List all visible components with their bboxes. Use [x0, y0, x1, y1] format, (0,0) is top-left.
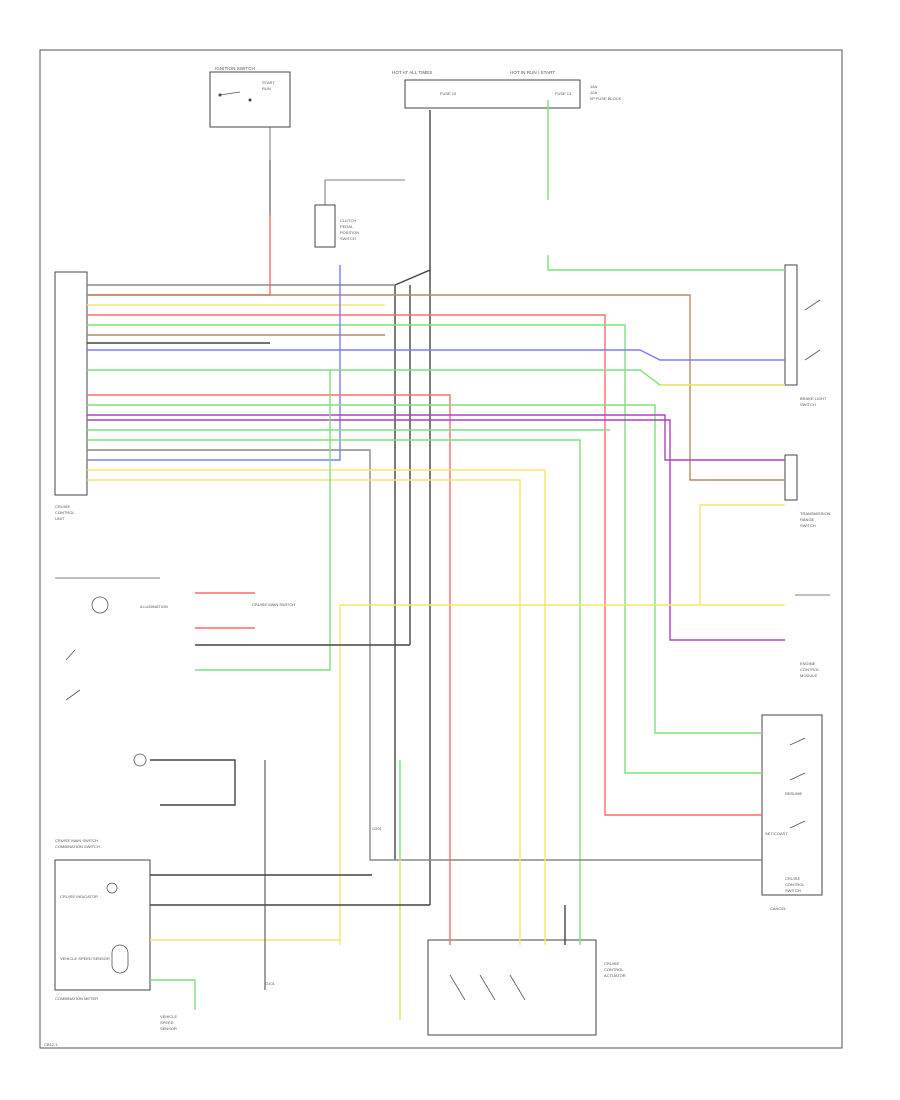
svg-text:START: START	[262, 80, 275, 85]
combination-switch: ILLUMINATION CRUISE MAIN SWITCH CRUISE M…	[55, 577, 295, 849]
svg-text:CRUISE: CRUISE	[55, 504, 70, 509]
svg-text:G201: G201	[372, 826, 383, 831]
combination-meter: CRUISE INDICATOR VEHICLE SPEED SENSOR CO…	[54, 859, 151, 1001]
svg-text:MODULE: MODULE	[800, 673, 817, 678]
svg-text:FUSE 13: FUSE 13	[555, 91, 572, 96]
svg-text:CONTROL: CONTROL	[785, 882, 805, 887]
engine-control-module: ENGINE CONTROL MODULE	[795, 594, 830, 678]
svg-text:UNIT: UNIT	[55, 516, 65, 521]
cruise-control-unit: CRUISE CONTROL UNIT	[54, 271, 88, 521]
svg-text:CRUISE MAIN SWITCH: CRUISE MAIN SWITCH	[252, 602, 295, 607]
ignition-switch: IGNITION SWITCH START RUN	[209, 66, 291, 160]
vehicle-speed-label: VEHICLE SPEED SENSOR G101 G201	[160, 826, 383, 1031]
svg-text:PEDAL: PEDAL	[340, 224, 354, 229]
fuse-relay-box: HOT AT ALL TIMES HOT IN RUN / START FUSE…	[392, 70, 622, 109]
svg-text:SWITCH: SWITCH	[800, 523, 816, 528]
brake-light-switch: BRAKE LIGHT SWITCH	[784, 264, 827, 407]
svg-text:CONTROL: CONTROL	[800, 667, 820, 672]
svg-text:SPEED: SPEED	[160, 1020, 174, 1025]
svg-text:CRUISE INDICATOR: CRUISE INDICATOR	[60, 894, 98, 899]
svg-text:VEHICLE: VEHICLE	[160, 1014, 177, 1019]
page-code: CB12-1	[44, 1042, 58, 1047]
svg-text:G101: G101	[265, 981, 276, 986]
svg-text:COMBINATION SWITCH: COMBINATION SWITCH	[55, 844, 100, 849]
actuator: CRUISE CONTROL ACTUATOR	[427, 939, 626, 1036]
svg-text:I/P FUSE BLOCK: I/P FUSE BLOCK	[590, 96, 622, 101]
svg-text:RANGE: RANGE	[800, 517, 815, 522]
svg-text:ACTUATOR: ACTUATOR	[604, 973, 626, 978]
svg-text:BRAKE LIGHT: BRAKE LIGHT	[800, 396, 827, 401]
wires	[87, 100, 785, 1020]
svg-text:FUSE 19: FUSE 19	[440, 91, 457, 96]
svg-text:SWITCH: SWITCH	[785, 888, 801, 893]
svg-text:CONTROL: CONTROL	[55, 510, 75, 515]
svg-text:CANCEL: CANCEL	[770, 906, 787, 911]
svg-text:CRUISE: CRUISE	[604, 961, 619, 966]
svg-text:RUN: RUN	[262, 86, 271, 91]
svg-text:15A: 15A	[590, 84, 597, 89]
svg-text:HOT AT ALL TIMES: HOT AT ALL TIMES	[392, 70, 432, 75]
svg-text:SWITCH: SWITCH	[800, 402, 816, 407]
svg-text:CRUISE: CRUISE	[785, 876, 800, 881]
clutch-switch: CLUTCH PEDAL POSITION SWITCH	[314, 179, 405, 248]
svg-text:10A: 10A	[590, 90, 597, 95]
svg-text:HOT IN RUN / START: HOT IN RUN / START	[510, 70, 555, 75]
svg-text:SET/COAST: SET/COAST	[765, 831, 788, 836]
svg-text:SWITCH: SWITCH	[340, 236, 356, 241]
svg-text:SENSOR: SENSOR	[160, 1026, 177, 1031]
transmission-range-switch: TRANSMISSION RANGE SWITCH	[784, 454, 831, 528]
svg-text:TRANSMISSION: TRANSMISSION	[800, 511, 831, 516]
cruise-control-switch: RESUME SET/COAST CRUISE CONTROL SWITCH C…	[761, 714, 823, 911]
svg-text:ILLUMINATION: ILLUMINATION	[140, 604, 168, 609]
svg-text:ENGINE: ENGINE	[800, 661, 816, 666]
diagram-frame	[39, 49, 843, 1049]
svg-text:COMBINATION METER: COMBINATION METER	[55, 996, 98, 1001]
svg-text:IGNITION SWITCH: IGNITION SWITCH	[215, 66, 255, 71]
svg-text:CONTROL: CONTROL	[604, 967, 624, 972]
svg-text:CLUTCH: CLUTCH	[340, 218, 356, 223]
svg-text:POSITION: POSITION	[340, 230, 359, 235]
svg-text:CRUISE MAIN SWITCH: CRUISE MAIN SWITCH	[55, 838, 98, 843]
svg-text:VEHICLE SPEED SENSOR: VEHICLE SPEED SENSOR	[60, 956, 110, 961]
svg-text:RESUME: RESUME	[785, 791, 802, 796]
